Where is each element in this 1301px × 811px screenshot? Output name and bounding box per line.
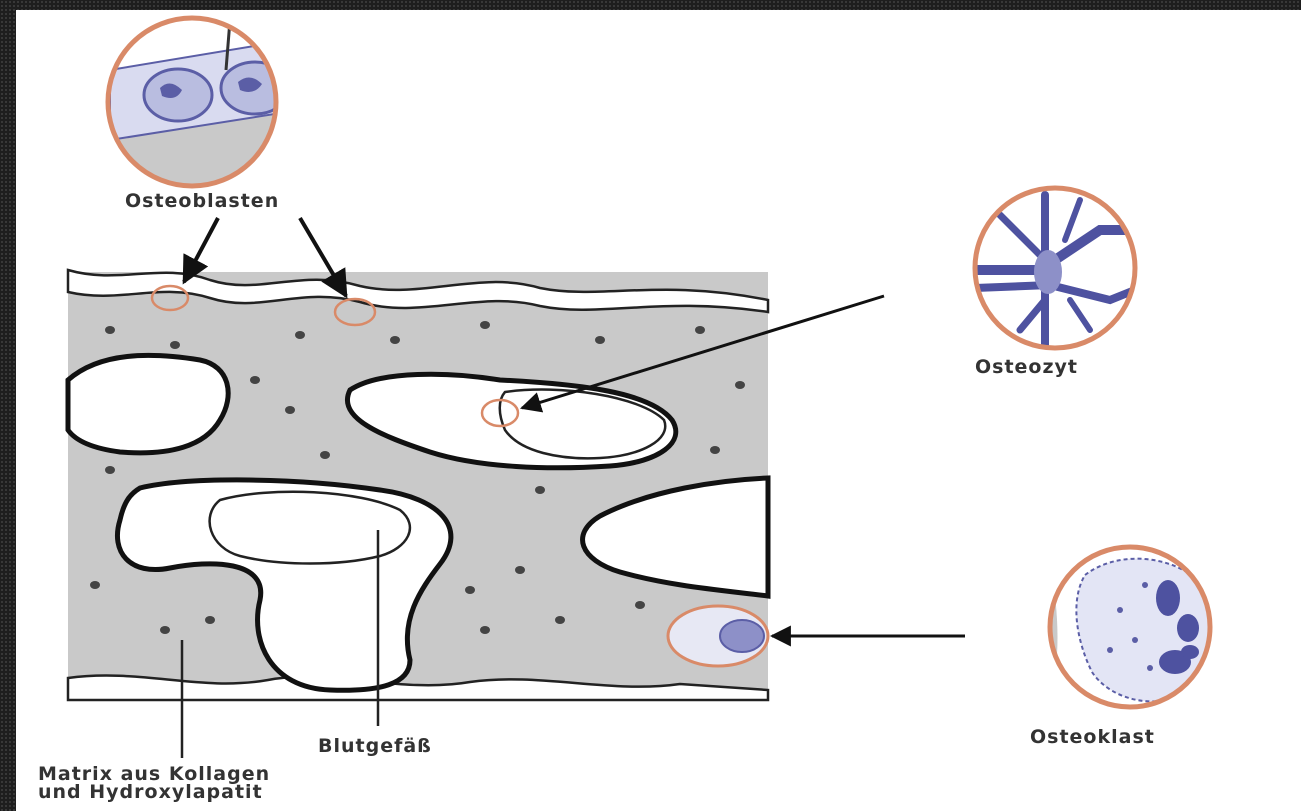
label-matrix: Matrix aus Kollagen und Hydroxylapatit: [38, 765, 270, 801]
marrow-cavity-left: [68, 355, 228, 452]
blood-vessel-lower: [210, 492, 410, 564]
label-osteoklast: Osteoklast: [1030, 726, 1155, 748]
bone-section: [68, 270, 768, 700]
osteoclast-magnifier: [1040, 540, 1217, 720]
label-osteozyt: Osteozyt: [975, 356, 1078, 378]
osteoclast-small-cell: [720, 620, 764, 652]
label-blutgefaess: Blutgefäß: [318, 735, 432, 757]
label-osteoblasten: Osteoblasten: [125, 190, 279, 212]
osteoblast-magnifier: [100, 18, 320, 200]
label-matrix-line2: und Hydroxylapatit: [38, 783, 270, 801]
osteocyte-magnifier: [975, 188, 1135, 348]
